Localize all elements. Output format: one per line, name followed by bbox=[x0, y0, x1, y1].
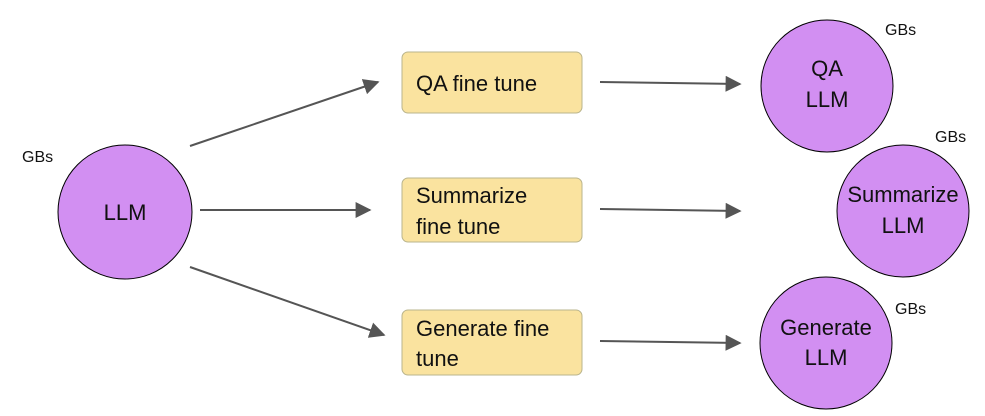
arrow-qa-finetune-to-qa-llm bbox=[599, 75, 742, 92]
summarize-llm-node: Summarize LLM bbox=[836, 144, 970, 278]
finetune-label-summarize-line-1: Summarize bbox=[416, 183, 527, 208]
base-llm-label: LLM bbox=[104, 200, 147, 225]
finetune-label-qa-line-1: QA fine tune bbox=[416, 71, 537, 96]
finetune-box-summarize: Summarize fine tune bbox=[401, 177, 583, 243]
finetune-label-generate-line-2: tune bbox=[416, 346, 459, 371]
arrow-base-to-qa-finetune bbox=[189, 79, 380, 147]
arrow-base-to-generate-finetune bbox=[189, 266, 386, 338]
generate-llm-label-line-1: Generate bbox=[780, 315, 872, 340]
qa-llm-size-label: GBs bbox=[885, 22, 916, 39]
finetune-box-generate: Generate fine tune bbox=[401, 309, 583, 376]
generate-llm-label-line-2: LLM bbox=[805, 345, 848, 370]
qa-llm-label-line-2: LLM bbox=[806, 87, 849, 112]
base-llm-node: LLM bbox=[57, 144, 193, 280]
arrow-summarize-finetune-to-summarize-llm bbox=[599, 202, 742, 219]
qa-llm-label-line-1: QA bbox=[811, 56, 843, 81]
summarize-llm-size-label: GBs bbox=[935, 129, 966, 146]
summarize-llm-label-line-2: LLM bbox=[882, 213, 925, 238]
generate-llm-node: Generate LLM bbox=[759, 276, 893, 410]
finetune-label-generate-line-1: Generate fine bbox=[416, 316, 549, 341]
generate-llm-size-label: GBs bbox=[895, 301, 926, 318]
base-llm-size-label: GBs bbox=[22, 149, 53, 166]
finetune-label-summarize-line-2: fine tune bbox=[416, 214, 500, 239]
summarize-llm-label-line-1: Summarize bbox=[847, 182, 958, 207]
finetune-box-qa: QA fine tune bbox=[401, 51, 583, 114]
arrow-generate-finetune-to-generate-llm bbox=[599, 334, 742, 351]
qa-llm-node: QA LLM bbox=[760, 19, 894, 153]
